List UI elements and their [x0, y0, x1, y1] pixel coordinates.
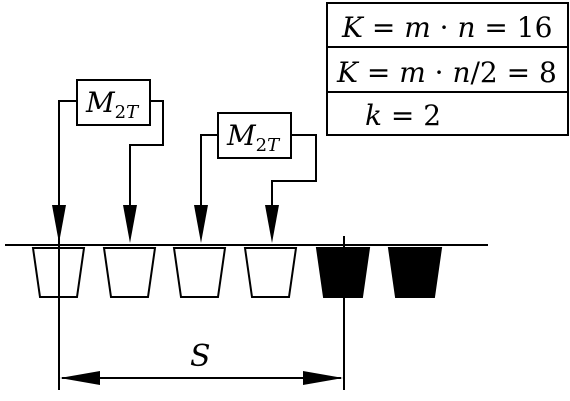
- module-box-2-label: M2T: [226, 119, 281, 156]
- module-box-1-right-lead: [129, 100, 164, 232]
- module-box-2-right-arrow: [265, 205, 279, 243]
- module-box-2: M2T: [194, 112, 317, 243]
- slot-6-filled: [387, 247, 443, 298]
- formula-row-2: K = m · n/2 = 8: [336, 56, 557, 89]
- slot-3: [172, 247, 227, 298]
- slot-2: [102, 247, 157, 298]
- module-box-1: M2T: [52, 79, 164, 243]
- dimension-s: S: [58, 232, 345, 390]
- formula-row-1: K = m · n = 16: [341, 11, 552, 44]
- module-box-1-border: [76, 79, 151, 126]
- module-box-1-left-arrow: [52, 205, 66, 243]
- dimension-s-label: S: [190, 339, 211, 374]
- slot-1: [31, 247, 86, 298]
- module-box-2-left-arrow: [194, 205, 208, 243]
- dimension-s-left-arrow: [60, 371, 100, 385]
- slots: [31, 247, 443, 298]
- dimension-s-right-arrow: [303, 371, 343, 385]
- formula-table-border: [326, 2, 569, 136]
- module-box-1-left-lead: [58, 100, 77, 232]
- module-box-1-label: M2T: [85, 86, 140, 123]
- formula-table: K = m · n = 16 K = m · n/2 = 8 k = 2: [326, 2, 569, 136]
- module-box-2-right-lead: [271, 134, 317, 232]
- slot-4: [243, 247, 298, 298]
- module-box-1-right-arrow: [123, 205, 137, 243]
- module-box-2-left-lead: [200, 134, 218, 232]
- formula-row-3: k = 2: [365, 99, 441, 132]
